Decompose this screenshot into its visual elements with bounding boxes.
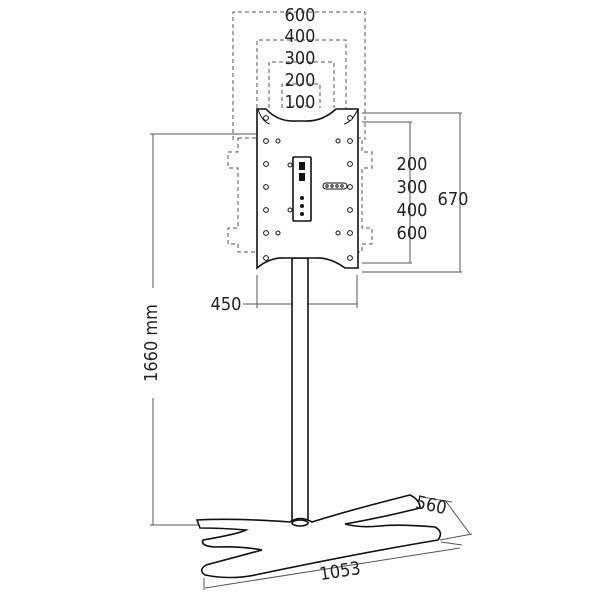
vesa-height-dimension xyxy=(362,121,412,264)
plate-height-dimension xyxy=(362,112,462,273)
mounting-holes xyxy=(263,115,353,261)
width-400-bracket xyxy=(256,39,347,108)
height-label-300: 300 xyxy=(397,177,428,198)
base-plate xyxy=(195,494,442,579)
hole xyxy=(263,230,269,236)
base-depth-label: 560 xyxy=(414,492,449,519)
slot xyxy=(322,182,348,190)
display-outline xyxy=(227,137,373,253)
base-width-dimension xyxy=(203,541,463,590)
bracket-holes xyxy=(299,162,305,216)
hole xyxy=(335,138,341,144)
hole xyxy=(263,184,269,190)
hole xyxy=(263,161,269,167)
hole xyxy=(347,230,353,236)
vesa-width-brackets xyxy=(232,11,366,140)
hole xyxy=(275,138,281,144)
hole xyxy=(287,162,293,168)
hole xyxy=(275,230,281,236)
width-300-bracket xyxy=(268,61,335,108)
hole xyxy=(263,115,269,121)
hole xyxy=(263,255,269,261)
adjust-slots xyxy=(322,182,348,190)
hole xyxy=(347,115,353,121)
width-200-bracket xyxy=(281,83,321,108)
width-label-400: 400 xyxy=(285,26,316,47)
plate-corner-tl xyxy=(257,108,271,125)
width-label-200: 200 xyxy=(285,70,316,91)
width-label-600: 600 xyxy=(285,5,316,26)
height-label-600: 600 xyxy=(397,223,428,244)
plate-height-label: 670 xyxy=(438,189,469,210)
center-bracket xyxy=(292,156,312,222)
hole xyxy=(347,207,353,213)
base-width-label: 1053 xyxy=(318,558,362,585)
base-depth-dimension xyxy=(421,496,473,541)
vesa-height-labels: 200 300 400 600 xyxy=(397,154,428,244)
hole xyxy=(347,184,353,190)
hole xyxy=(347,161,353,167)
width-label-100: 100 xyxy=(285,92,316,113)
width-600-bracket xyxy=(232,11,366,140)
total-height-label: 1660 mm xyxy=(141,304,162,382)
width-label-300: 300 xyxy=(285,48,316,69)
vesa-width-labels: 600 400 300 200 100 xyxy=(285,5,316,113)
height-label-200: 200 xyxy=(397,154,428,175)
hole xyxy=(263,138,269,144)
pole-foot xyxy=(291,519,309,527)
hole xyxy=(335,230,341,236)
hole xyxy=(347,255,353,261)
hole xyxy=(347,138,353,144)
pole xyxy=(291,257,309,527)
hole xyxy=(287,207,293,213)
total-height-dimension xyxy=(150,133,260,526)
width-100-bracket xyxy=(292,105,309,108)
height-label-400: 400 xyxy=(397,200,428,221)
hole xyxy=(263,207,269,213)
plate-width-label: 450 xyxy=(211,294,242,315)
